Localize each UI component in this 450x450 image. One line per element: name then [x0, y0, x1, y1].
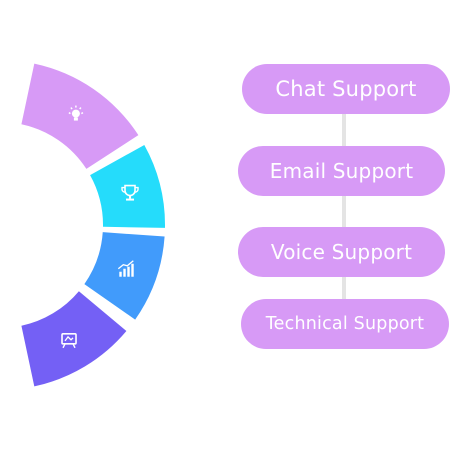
ring-chart [21, 63, 165, 387]
presentation-icon [61, 333, 77, 349]
bar-chart-growth-icon [117, 260, 134, 277]
step-pill-technical-support: Technical Support [241, 299, 449, 349]
segment-lightbulb [21, 63, 139, 169]
step-pill-chat-support: Chat Support [242, 64, 450, 114]
segment-trophy [90, 145, 165, 228]
lightbulb-icon [68, 105, 84, 121]
connector-line [342, 114, 346, 146]
step-pill-voice-support: Voice Support [238, 227, 445, 277]
connector-line [342, 196, 346, 227]
trophy-icon [121, 184, 139, 201]
segment-presentation [21, 291, 127, 387]
step-pill-email-support: Email Support [238, 146, 445, 196]
connector-line [342, 277, 346, 299]
